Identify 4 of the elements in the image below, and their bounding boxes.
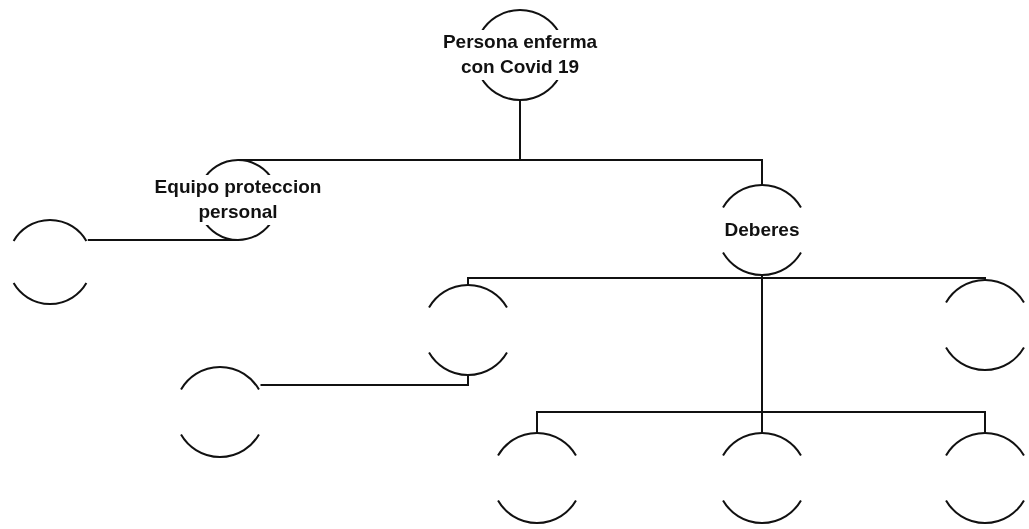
- connector-line: [519, 99, 763, 186]
- connector-line: [259, 374, 469, 386]
- connector-line: [761, 274, 986, 281]
- connector-line: [467, 274, 763, 286]
